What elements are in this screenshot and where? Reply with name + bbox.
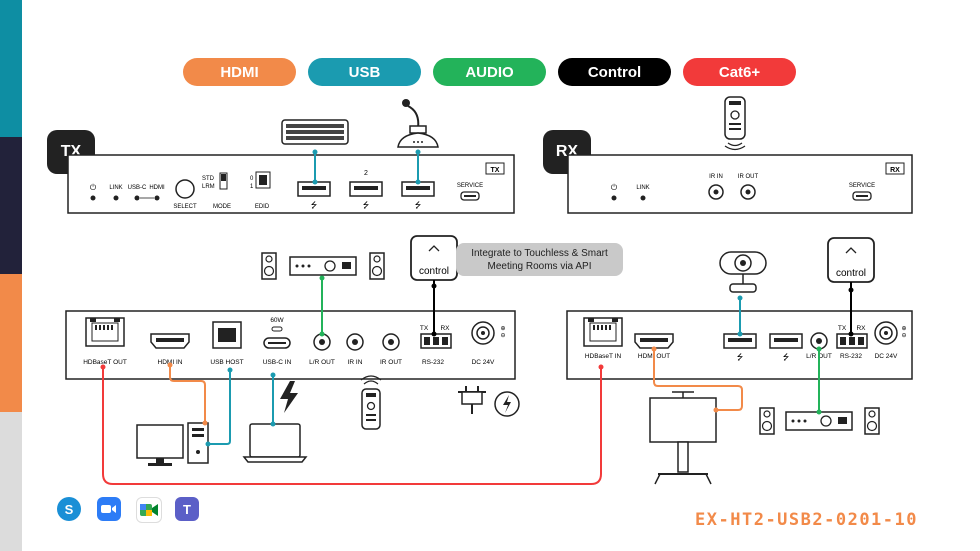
- rx-control-label: control: [836, 268, 866, 279]
- rx-dc-label: DC 24V: [875, 353, 898, 360]
- tx-speakers-amplifier-icon: [261, 252, 385, 280]
- ir-in-label: IR IN: [348, 359, 363, 366]
- rx-service-label: SERVICE: [849, 183, 875, 189]
- microphone-icon: [397, 99, 439, 148]
- svg-text:⭍: ⭍: [737, 353, 744, 362]
- ir-remote-icon: [724, 96, 746, 151]
- legend-hdmi: HDMI: [183, 58, 296, 86]
- legend-usb: USB: [308, 58, 421, 86]
- hdbaset-out-label: HDBaseT OUT: [83, 359, 127, 366]
- svg-text:⊕: ⊕: [500, 326, 505, 332]
- hdmi-in-label: HDMI IN: [158, 359, 183, 366]
- tx-control-label: control: [419, 266, 449, 277]
- model-number: EX-HT2-USB2-0201-10: [695, 510, 918, 530]
- rx-badge: RX: [890, 167, 900, 174]
- rx-control-panel-icon: control: [827, 237, 875, 283]
- teams-icon: T: [175, 497, 199, 521]
- rx-rs232-label: RS-232: [840, 353, 862, 360]
- tx-ir-remote-icon: [360, 375, 382, 430]
- google-meet-icon: [136, 497, 162, 523]
- webcam-icon: [719, 251, 767, 293]
- tx-service-label: SERVICE: [457, 183, 483, 189]
- hdbaset-in-label: HDBaseT IN: [585, 353, 622, 360]
- std-label: STD: [202, 176, 215, 182]
- edid-1-label: 1: [250, 184, 254, 190]
- lrm-label: LRM: [202, 184, 215, 190]
- sidebar-stripe-navy: [0, 137, 22, 274]
- api-callout: Integrate to Touchless & Smart Meeting R…: [456, 243, 623, 276]
- legend-cat6: Cat6+: [683, 58, 796, 86]
- sidebar-stripe-gray: [0, 412, 22, 551]
- edid-0-label: 0: [250, 176, 254, 182]
- usbc-in-label: USB-C IN: [263, 359, 292, 366]
- sidebar-stripe-orange: [0, 274, 22, 412]
- mode-label: MODE: [213, 204, 231, 210]
- legend-audio: AUDIO: [433, 58, 546, 86]
- tx-rs232-rx-label: RX: [440, 325, 450, 332]
- svg-text:⊖: ⊖: [901, 333, 906, 339]
- tx-port-2-label: 2: [364, 170, 368, 177]
- rx-rs232-rx-label: RX: [856, 325, 866, 332]
- tx-rs232-label: RS-232: [422, 359, 444, 366]
- tx-rear-panel: HDBaseT OUT HDMI IN USB HOST 60W USB-C I…: [65, 310, 516, 380]
- rx-front-ir-in-label: IR IN: [709, 174, 723, 180]
- tx-hdmi-led-label: HDMI: [149, 185, 165, 191]
- tx-badge: TX: [491, 167, 500, 174]
- svg-text:⊖: ⊖: [500, 333, 505, 339]
- keyboard-icon: [281, 119, 349, 145]
- power-plug-icon: [458, 386, 520, 417]
- tx-usbc-label: USB-C: [128, 185, 147, 191]
- select-button: [175, 179, 195, 199]
- desktop-pc-icon: [136, 422, 209, 466]
- ir-out-label: IR OUT: [380, 359, 402, 366]
- svg-text:⊕: ⊕: [901, 326, 906, 332]
- svg-text:⭍: ⭍: [363, 201, 370, 210]
- laptop-icon: [242, 423, 308, 463]
- sidebar-stripe-teal: [0, 0, 22, 137]
- rx-speakers-amplifier-icon: [759, 407, 880, 435]
- zoom-icon: [97, 497, 121, 521]
- rx-front-ir-out-label: IR OUT: [738, 174, 759, 180]
- tx-lr-out-label: L/R OUT: [309, 359, 335, 366]
- svg-text:⭍: ⭍: [415, 201, 422, 210]
- power-icon: ⏻: [90, 183, 97, 192]
- display-stand-icon: [649, 391, 717, 485]
- tx-dc-label: DC 24V: [472, 359, 495, 366]
- skype-icon: S: [57, 497, 81, 521]
- svg-text:⭍: ⭍: [311, 201, 318, 210]
- rx-front-panel: RX ⏻ LINK IR IN IR OUT SERVICE: [567, 154, 913, 214]
- edid-label: EDID: [255, 204, 270, 210]
- rx-link-label: LINK: [636, 185, 649, 191]
- usb-host-label: USB HOST: [210, 359, 243, 366]
- legend-control: Control: [558, 58, 671, 86]
- select-label: SELECT: [173, 204, 197, 210]
- tx-control-panel-icon: control: [410, 235, 458, 281]
- tx-link-label: LINK: [109, 185, 122, 191]
- power-bolt-icon: [280, 381, 298, 413]
- watt-label: 60W: [270, 317, 284, 324]
- rx-power-icon: ⏻: [611, 183, 618, 192]
- tx-rs232-tx-label: TX: [420, 325, 429, 332]
- rx-rs232-tx-label: TX: [838, 325, 847, 332]
- tx-front-panel: TX ⏻ LINK USB-C HDMI SELECT STD LRM MODE…: [67, 154, 515, 214]
- svg-text:⭍: ⭍: [783, 353, 790, 362]
